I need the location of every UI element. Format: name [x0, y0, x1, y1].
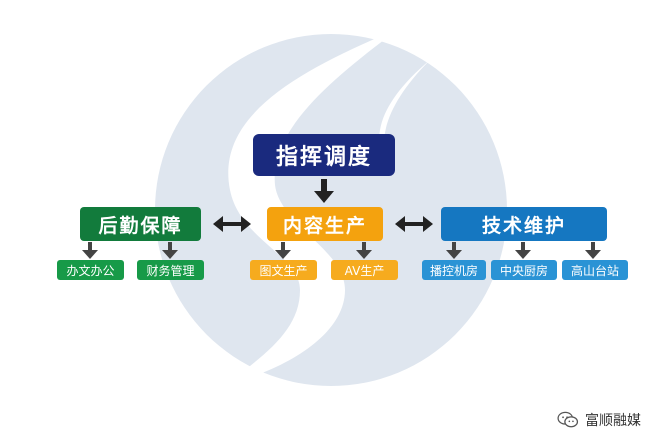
arrow-down-logistics-1 [82, 242, 98, 259]
sub-box-logistics-2: 财务管理 [137, 260, 204, 280]
tech-label: 技术维护 [481, 214, 566, 237]
sub-label: 图文生产 [259, 263, 308, 278]
sub-box-tech-2: 中央厨房 [491, 260, 557, 280]
logistics-label: 后勤保障 [98, 214, 183, 237]
arrow-down-tech-3 [585, 242, 601, 259]
arrow-down-content-1 [275, 242, 291, 259]
content-box: 内容生产 [267, 207, 383, 241]
sub-box-logistics-1: 办文办公 [57, 260, 124, 280]
double-arrow-right [395, 216, 433, 232]
command-box: 指挥调度 [253, 134, 395, 176]
logistics-box: 后勤保障 [80, 207, 201, 241]
sub-box-tech-1: 播控机房 [422, 260, 486, 280]
logo-swoosh [225, 28, 400, 385]
watermark: 富顺融媒 [557, 410, 641, 430]
sub-label: 播控机房 [429, 263, 478, 278]
sub-label: 高山台站 [570, 263, 619, 278]
sub-label: 中央厨房 [499, 263, 548, 278]
sub-label: AV生产 [344, 263, 385, 278]
arrow-down-command [314, 179, 334, 203]
tech-box: 技术维护 [441, 207, 607, 241]
arrow-down-content-2 [356, 242, 372, 259]
watermark-text: 富顺融媒 [585, 413, 641, 429]
arrow-down-tech-2 [515, 242, 531, 259]
arrow-down-tech-1 [446, 242, 462, 259]
sub-box-content-1: 图文生产 [250, 260, 317, 280]
wechat-icon [557, 411, 579, 428]
sub-label: 办文办公 [66, 263, 115, 278]
sub-label: 财务管理 [146, 263, 195, 278]
arrow-down-logistics-2 [162, 242, 178, 259]
sub-box-content-2: AV生产 [331, 260, 398, 280]
command-label: 指挥调度 [275, 145, 372, 170]
double-arrow-left [213, 216, 251, 232]
sub-box-tech-3: 高山台站 [562, 260, 628, 280]
content-label: 内容生产 [282, 214, 367, 237]
